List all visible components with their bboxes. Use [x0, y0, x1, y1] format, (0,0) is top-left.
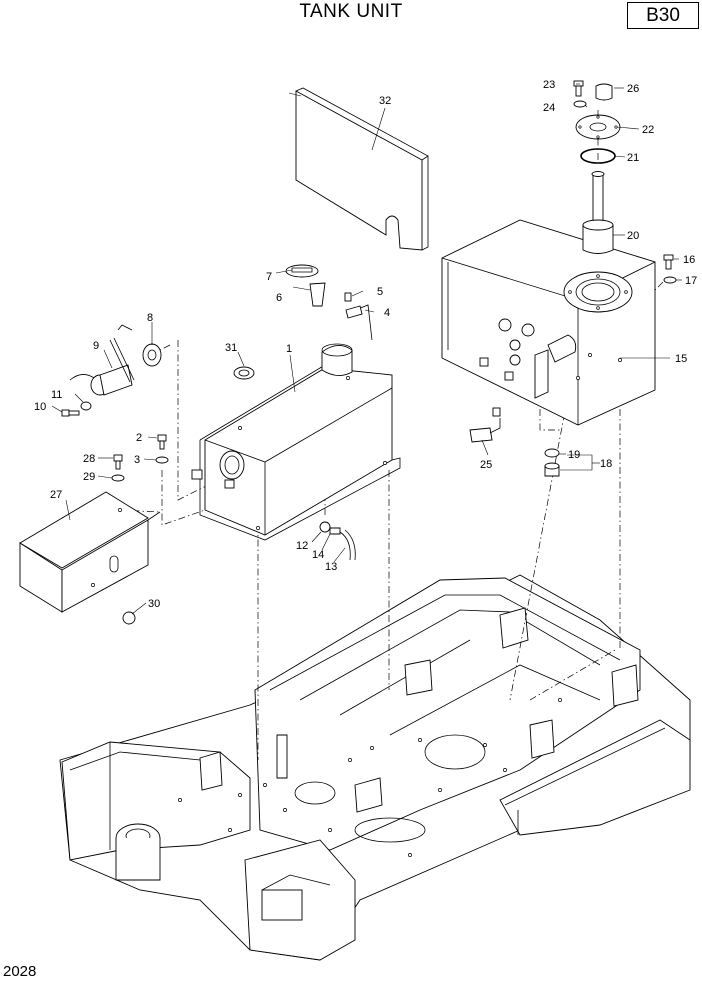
callout-5: 5 [377, 286, 383, 298]
callout-3: 3 [134, 454, 140, 466]
callout-31: 31 [225, 342, 237, 354]
part-15-hydraulic-tank [441, 219, 656, 426]
callout-15: 15 [675, 353, 687, 365]
callout-24: 24 [543, 102, 555, 114]
callout-18: 18 [600, 458, 612, 470]
callout-13: 13 [325, 561, 337, 573]
part-27-cover [19, 491, 161, 613]
callout-30: 30 [148, 598, 160, 610]
callout-14: 14 [312, 549, 324, 561]
callout-21: 21 [627, 152, 639, 164]
callout-4: 4 [384, 307, 390, 319]
callout-10: 10 [34, 401, 46, 413]
callout-8: 8 [147, 312, 153, 324]
base-bolt-holes [178, 698, 562, 857]
leader-lines [51, 83, 682, 615]
part-32-panel [295, 87, 429, 251]
callout-16: 16 [683, 254, 695, 266]
small-parts [61, 80, 677, 625]
callout-12: 12 [296, 540, 308, 552]
callout-17: 17 [685, 275, 697, 287]
callout-1: 1 [286, 343, 292, 355]
callout-25: 25 [480, 459, 492, 471]
callout-6: 6 [276, 292, 282, 304]
callout-2: 2 [136, 432, 142, 444]
page-title: TANK UNIT [299, 1, 403, 22]
callout-11: 11 [51, 389, 62, 401]
callout-7: 7 [266, 271, 272, 283]
page-number: 2028 [3, 963, 37, 980]
callout-19: 19 [568, 449, 580, 461]
section-code: B30 [627, 2, 699, 29]
part-1-fuel-tank [191, 343, 401, 541]
callout-9: 9 [93, 340, 99, 352]
callout-labels: 1 2 3 4 5 6 7 8 9 10 11 12 13 14 15 16 1… [34, 79, 697, 610]
callout-27: 27 [50, 489, 62, 501]
callout-28: 28 [83, 453, 95, 465]
callout-32: 32 [379, 95, 391, 107]
callout-20: 20 [627, 230, 639, 242]
callout-23: 23 [543, 79, 555, 91]
callout-29: 29 [83, 471, 95, 483]
callout-26: 26 [627, 83, 639, 95]
callout-22: 22 [642, 124, 654, 136]
base-frame [59, 574, 691, 961]
